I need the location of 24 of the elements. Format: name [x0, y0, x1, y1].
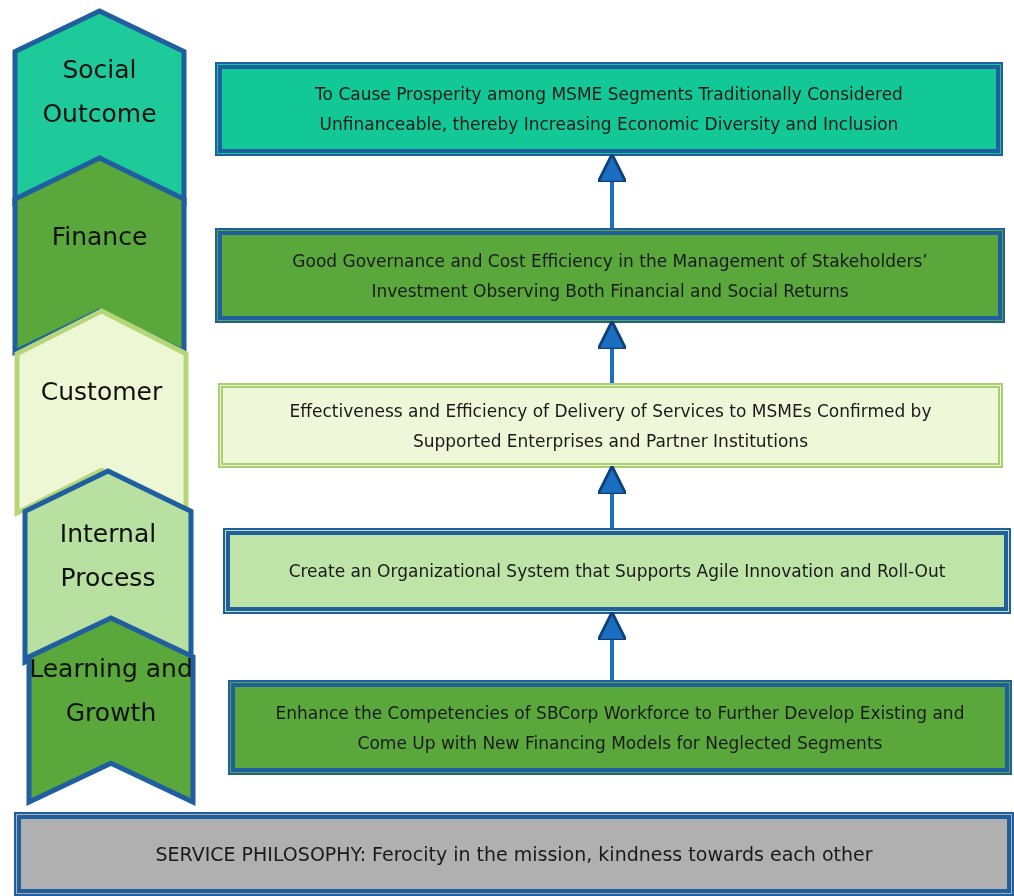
objective-box [215, 228, 1005, 323]
objective-box [223, 528, 1011, 614]
objective-box [218, 383, 1003, 468]
perspective-label: Social Outcome [41, 54, 158, 130]
perspective-label: Customer [39, 376, 164, 408]
arrow [596, 319, 628, 383]
philosophy-banner [14, 812, 1014, 896]
arrow [596, 464, 628, 528]
objective-text: To Cause Prosperity among MSME Segments Traditionally Considered Unfinanceable, thereby Increasing Economic Diversity and Inclusion [314, 83, 904, 136]
chevron-shape [26, 615, 196, 805]
objective-text: Enhance the Competencies of SBCorp Workforce to Further Develop Existing and Come Up with New Financing Models for Neglected Segments [274, 701, 966, 755]
perspective-label: Learning and Growth [28, 653, 194, 729]
arrow [596, 152, 628, 228]
objective-text: Create an Organizational System that Supports Agile Innovation and Roll-Out [288, 560, 946, 583]
arrow [596, 610, 628, 680]
objective-text: Good Governance and Cost Efficiency in the Management of Stakeholders’ Investment Observing Both Financial and Social Returns [291, 249, 929, 303]
chevron-shape [14, 308, 189, 516]
objective-box [215, 62, 1003, 156]
objective-box [228, 680, 1012, 775]
perspective-label: Internal Process [58, 518, 158, 594]
perspective-label: Finance [50, 221, 149, 253]
objective-text: Effectiveness and Efficiency of Delivery of Services to MSMEs Confirmed by Supported Enterprises and Partner Institutions [288, 399, 933, 453]
philosophy-text: SERVICE PHILOSOPHY: Ferocity in the mission, kindness towards each other [155, 842, 873, 867]
chevron-shape [12, 155, 187, 355]
